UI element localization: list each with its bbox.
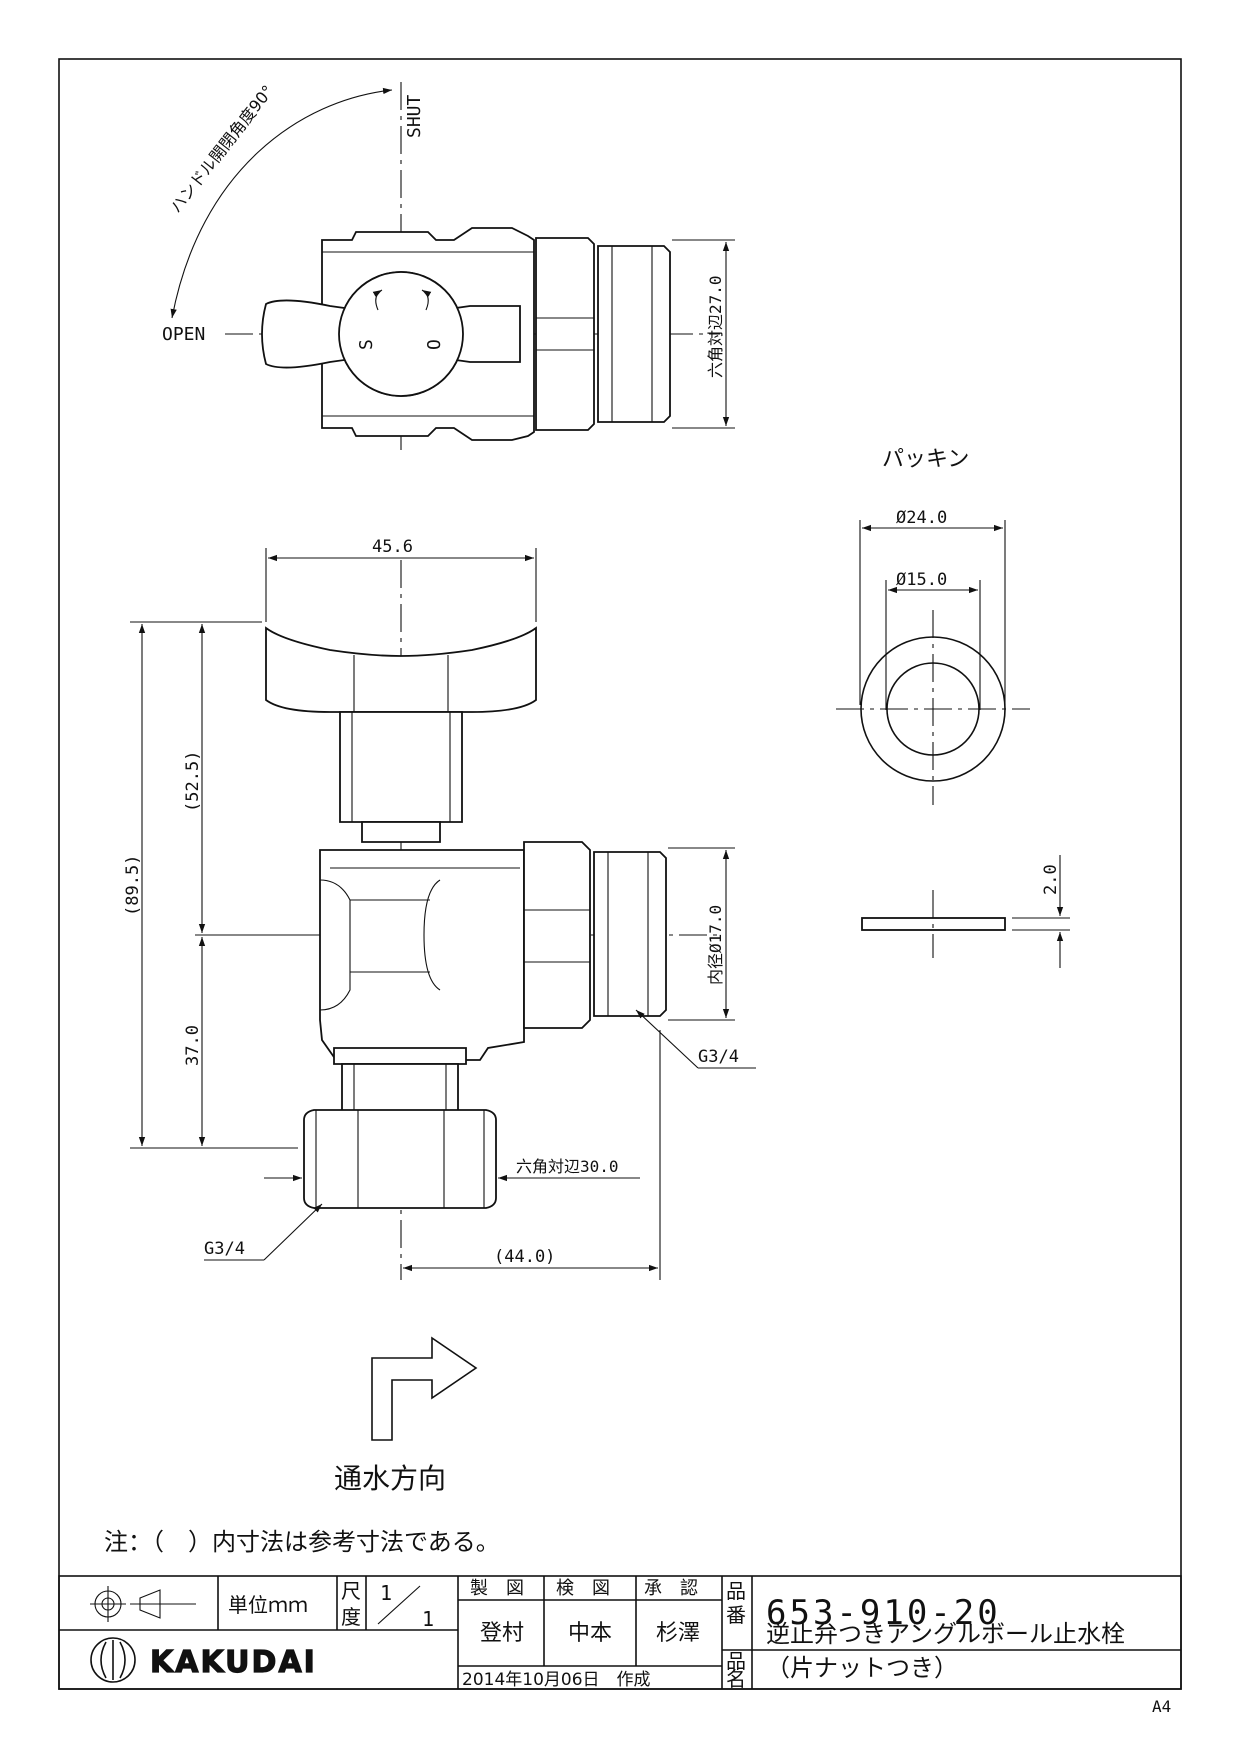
name-label-1: 品	[726, 1649, 746, 1673]
label-d-inner: Ø15.0	[896, 570, 947, 590]
scale-label-2: 度	[341, 1605, 361, 1629]
scale-label-1: 尺	[341, 1579, 361, 1603]
label-open: OPEN	[162, 324, 205, 345]
drawn-label: 製 図	[470, 1578, 524, 1599]
name-label-2: 名	[726, 1667, 746, 1691]
flow-direction: 通水方向	[334, 1336, 478, 1495]
brand: KAKUDAI	[150, 1645, 317, 1680]
approved-by: 杉澤	[656, 1621, 700, 1646]
packing-view: パッキン Ø24.0 Ø15.0 2.0	[836, 447, 1070, 968]
label-flow: 通水方向	[334, 1462, 446, 1495]
label-handle-o: O	[424, 339, 445, 350]
approved-label: 承 認	[644, 1578, 698, 1599]
label-thread-in: G3/4	[204, 1239, 245, 1259]
front-view: 45.6 (89.5) (52.5) 37.0 内径Ø17.0 G3/4 六角対…	[123, 537, 756, 1280]
product-name-line2: （片ナットつき）	[766, 1654, 958, 1682]
date: 2014年10月06日 作成	[462, 1670, 651, 1690]
label-inner-dia: 内径Ø17.0	[706, 905, 725, 985]
label-handle-s: S	[356, 339, 377, 350]
flow-arrow-icon	[371, 1336, 478, 1441]
scale-den: 1	[422, 1607, 434, 1631]
label-packing: パッキン	[882, 447, 969, 472]
top-view: SHUT OPEN ハンドル開閉角度90° S O 六角対辺27.0	[162, 82, 735, 450]
drawn-by: 登村	[480, 1621, 524, 1646]
label-shut: SHUT	[404, 94, 425, 138]
title-block: 単位ｍｍ 尺 度 1 1 KAKUDAI 製 図 検 図 承 認 登村 中本 杉…	[58, 1575, 1182, 1691]
checked-by: 中本	[568, 1621, 612, 1646]
label-h-lower: 37.0	[183, 1025, 203, 1066]
label-thread-out: G3/4	[698, 1047, 739, 1067]
label-width-handle: 45.6	[372, 537, 413, 557]
label-h-upper: (52.5)	[183, 751, 203, 812]
part-no-label-1: 品	[726, 1579, 746, 1603]
label-thickness: 2.0	[1041, 864, 1061, 895]
projection-symbol-icon	[90, 1586, 196, 1622]
label-offset: (44.0)	[494, 1247, 555, 1267]
sheet-size: A4	[1152, 1697, 1171, 1716]
label-hex-top: 六角対辺27.0	[706, 275, 725, 378]
part-no-label-2: 番	[726, 1603, 746, 1627]
kakudai-logo-icon	[90, 1637, 136, 1683]
checked-label: 検 図	[556, 1578, 610, 1599]
product-name-line1: 逆止弁つきアングルボール止水栓	[766, 1620, 1125, 1648]
label-h-total: (89.5)	[123, 855, 143, 916]
part-no: 653-910-20	[766, 1593, 1001, 1633]
label-hex-bottom: 六角対辺30.0	[516, 1157, 619, 1176]
note: 注：（ ）内寸法は参考寸法である。	[104, 1528, 500, 1556]
unit-label: 単位ｍｍ	[228, 1593, 308, 1617]
scale-num: 1	[380, 1581, 392, 1605]
label-d-outer: Ø24.0	[896, 508, 947, 528]
